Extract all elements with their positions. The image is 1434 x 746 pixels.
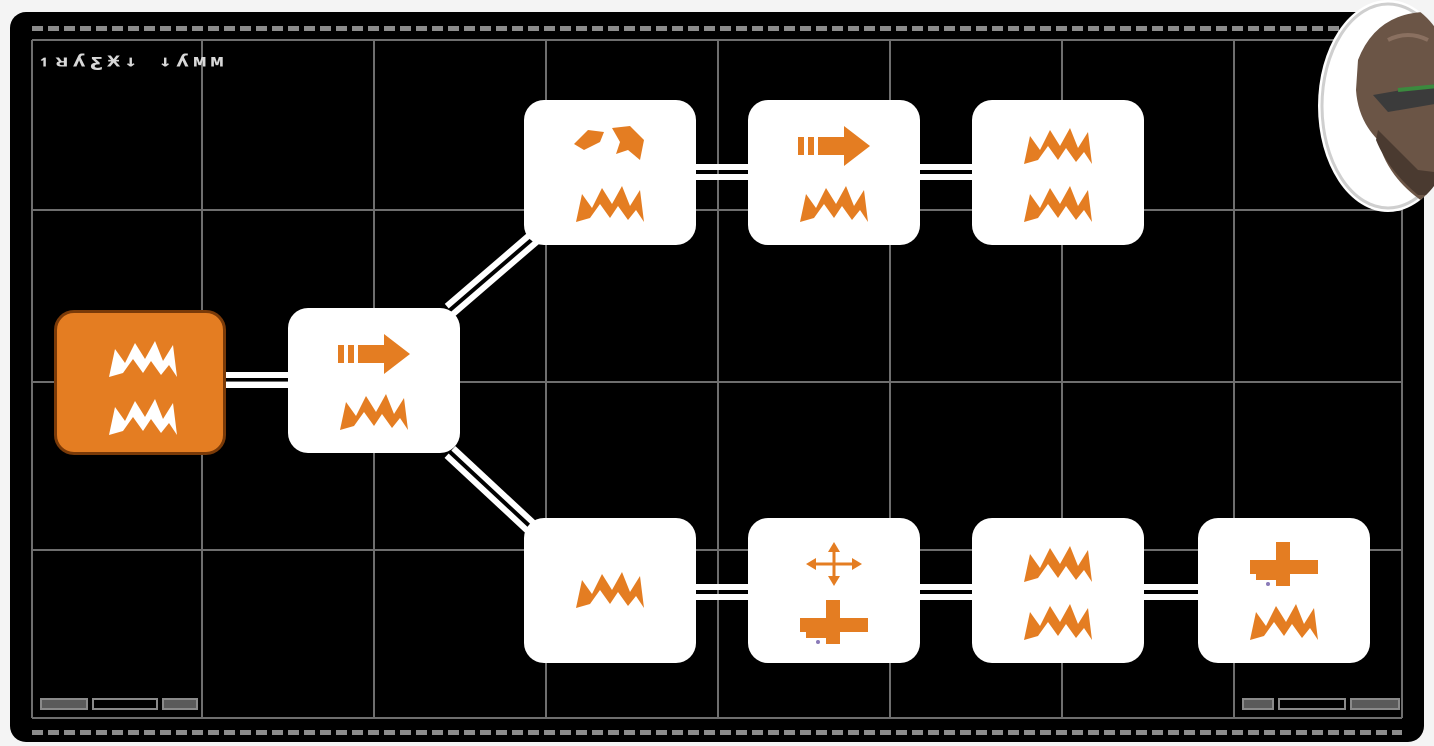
- damage-burst-icon: [576, 186, 644, 222]
- node-icons: [109, 341, 177, 435]
- cover-block-icon: [800, 600, 868, 644]
- damage-burst-icon: [1024, 128, 1092, 164]
- cover-block-icon: [1250, 542, 1318, 586]
- four-way-arrows-icon: [806, 542, 862, 586]
- damage-burst-icon: [109, 399, 177, 435]
- node-icons: [1250, 542, 1318, 640]
- node-icons: [1024, 546, 1092, 640]
- damage-burst-icon: [576, 572, 644, 608]
- damage-burst-icon: [1250, 604, 1318, 640]
- damage-burst-icon: [1024, 604, 1092, 640]
- move-arrow-icon: [338, 334, 410, 374]
- footer-bar: [1278, 698, 1346, 710]
- top-dash-border: [32, 26, 1402, 31]
- node-icons: [338, 334, 410, 430]
- upgrade-node-bottom-2[interactable]: [748, 518, 920, 663]
- node-icons: [574, 126, 644, 222]
- upgrade-node-bottom-1[interactable]: [524, 518, 696, 663]
- upgrade-node-top-1[interactable]: [524, 100, 696, 245]
- upgrade-node-top-3[interactable]: [972, 100, 1144, 245]
- move-arrow-icon: [798, 126, 870, 166]
- trooper-helmet-icon: [1318, 0, 1434, 212]
- board-grid: [31, 39, 1403, 719]
- damage-burst-icon: [340, 394, 408, 430]
- damage-burst-icon: [1024, 186, 1092, 222]
- node-icons: [800, 542, 868, 644]
- footer-bar: [1350, 698, 1400, 710]
- upgrade-node-bottom-3[interactable]: [972, 518, 1144, 663]
- upgrade-board: ↿ᴚʎƹӾ↓ ↓ʎмм: [10, 12, 1424, 742]
- splash-icon: [574, 126, 644, 160]
- bottom-dash-border: [32, 730, 1402, 735]
- upgrade-node-bottom-4[interactable]: [1198, 518, 1370, 663]
- node-icons: [798, 126, 870, 222]
- footer-bar: [40, 698, 88, 710]
- connector-layer: [226, 164, 1198, 600]
- node-icons: [576, 572, 644, 608]
- upgrade-node-start[interactable]: [54, 310, 226, 455]
- footer-bar: [92, 698, 158, 710]
- footer-bar: [162, 698, 198, 710]
- board-title: ↿ᴚʎƹӾ↓ ↓ʎмм: [38, 52, 228, 71]
- damage-burst-icon: [1024, 546, 1092, 582]
- footer-bar: [1242, 698, 1274, 710]
- node-icons: [1024, 128, 1092, 222]
- damage-burst-icon: [109, 341, 177, 377]
- upgrade-node-2[interactable]: [288, 308, 460, 453]
- upgrade-node-top-2[interactable]: [748, 100, 920, 245]
- damage-burst-icon: [800, 186, 868, 222]
